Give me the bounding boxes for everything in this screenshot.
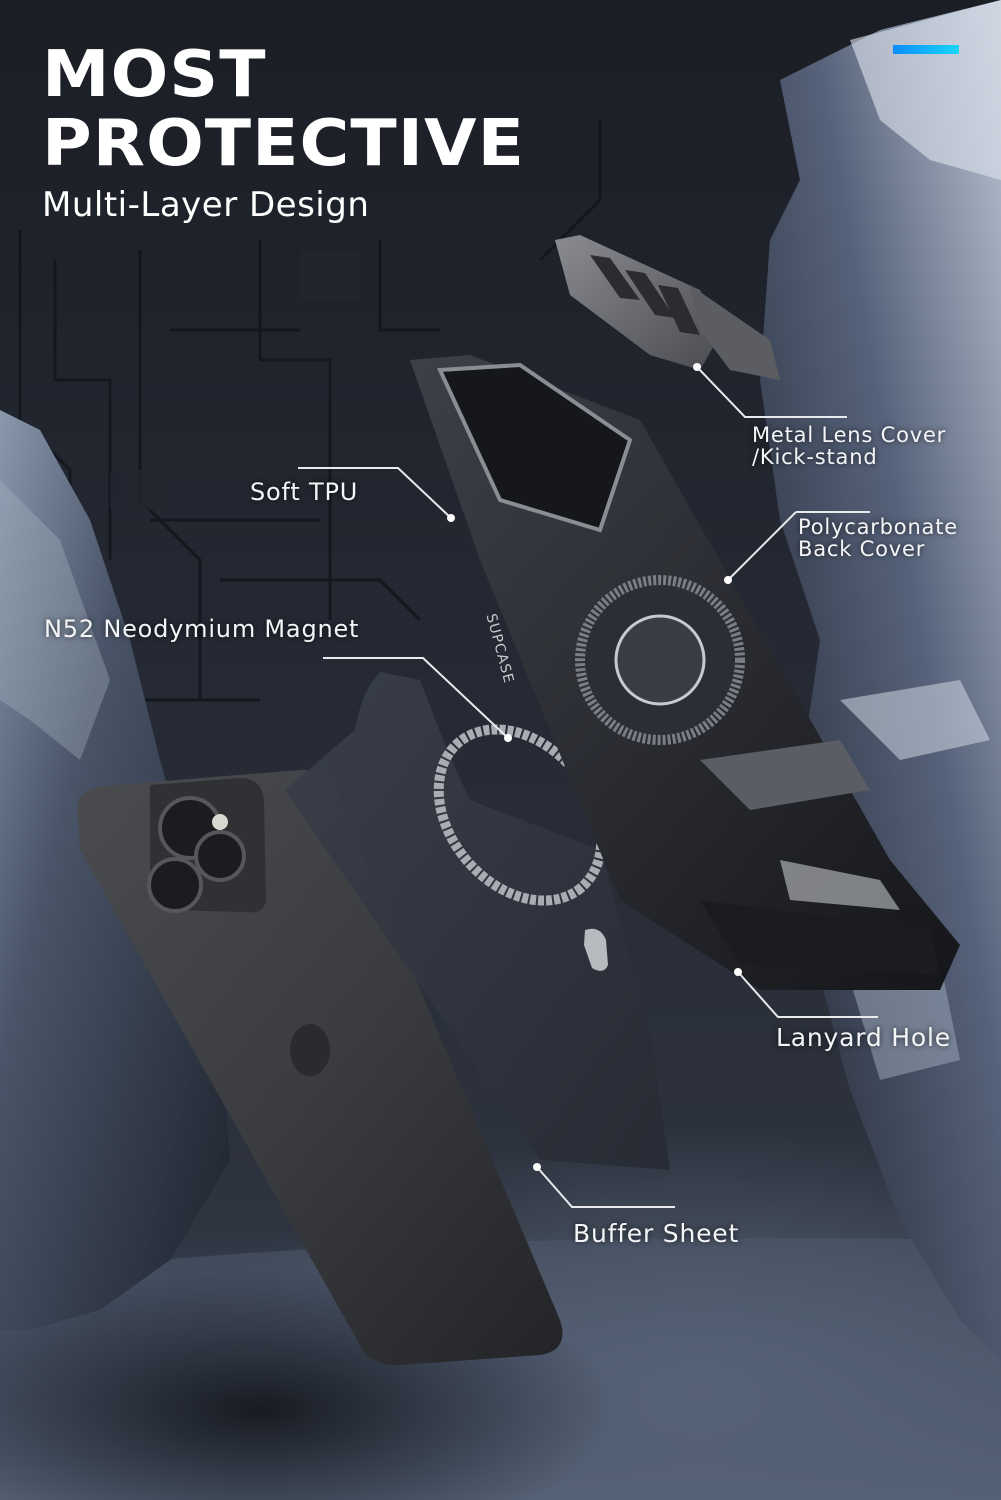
callout-polycarbonate-line1: Polycarbonate	[798, 515, 958, 539]
callout-buffer-sheet: Buffer Sheet	[573, 1219, 740, 1248]
callout-magnet: N52 Neodymium Magnet	[44, 615, 360, 643]
callout-polycarbonate: Polycarbonate Back Cover	[798, 516, 958, 560]
callout-soft-tpu: Soft TPU	[250, 478, 359, 506]
leader-lines	[298, 366, 878, 1208]
callout-metal-lens-cover: Metal Lens Cover /Kick-stand	[752, 424, 946, 468]
headline-line-1: MOST	[42, 38, 267, 112]
phone-case-illustration	[410, 355, 960, 990]
headline-line-2: PROTECTIVE	[42, 107, 525, 181]
buffer-sheet-illustration	[285, 672, 670, 1170]
callout-lanyard-hole: Lanyard Hole	[776, 1023, 951, 1052]
magnet-ring-illustration	[433, 724, 607, 906]
iphone-illustration	[77, 769, 563, 1366]
right-rock	[760, 0, 1001, 1360]
kickstand-illustration	[555, 235, 780, 380]
callout-metal-lens-cover-line2: /Kick-stand	[752, 445, 878, 470]
callout-polycarbonate-line2: Back Cover	[798, 537, 926, 562]
subtitle: Multi-Layer Design	[42, 185, 370, 225]
callout-metal-lens-cover-line1: Metal Lens Cover	[752, 423, 947, 447]
accent-bar	[893, 45, 959, 54]
